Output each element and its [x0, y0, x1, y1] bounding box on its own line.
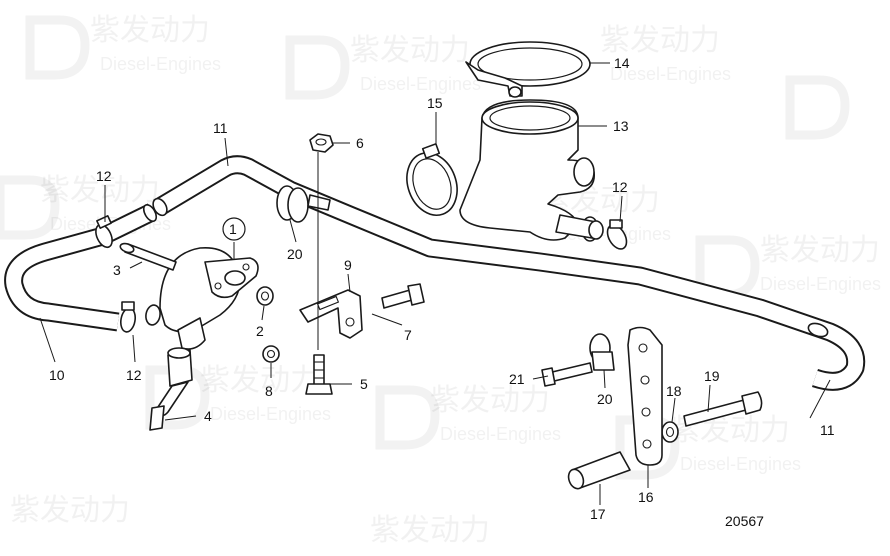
nut-6: [309, 133, 334, 153]
union-fitting: [149, 347, 193, 431]
callout-10: 10: [49, 367, 65, 383]
washer-18: [661, 421, 679, 443]
callout-16: 16: [638, 489, 654, 505]
hose-clamp-lower-left: [119, 301, 137, 333]
pipe-clip-20: [276, 185, 331, 223]
watermark-cn: 紫发动力: [430, 384, 550, 417]
watermark-cn: 紫发动力: [350, 34, 470, 67]
callout-circle-1: [222, 217, 246, 241]
callout-11-right: 11: [820, 422, 835, 438]
bolt-5: [305, 354, 333, 395]
pipe-long: [152, 155, 866, 391]
watermark-logo: [785, 75, 850, 140]
watermark-layer: 紫发动力 Diesel-Engines 紫发动力 Diesel-Engines …: [0, 14, 881, 547]
callout-labels: 1 2 3 4 5 6 7 8 9 10 11 11 12 12 12 13 1…: [49, 55, 835, 522]
watermark-cn: 紫发动力: [370, 514, 490, 547]
flange-housing: [145, 247, 259, 350]
bolt-3: [119, 242, 177, 271]
watermark-cn: 紫发动力: [90, 14, 210, 47]
callout-19: 19: [704, 368, 720, 384]
callout-11-top: 11: [213, 120, 228, 136]
watermark-logo: [25, 15, 90, 80]
callout-18: 18: [666, 383, 682, 399]
callout-21: 21: [509, 371, 525, 387]
bolt-19: [683, 391, 763, 427]
callout-3: 3: [113, 262, 121, 278]
callout-14: 14: [614, 55, 630, 71]
callout-1: 1: [229, 221, 237, 237]
pipe-clip-20-lower: [589, 333, 615, 371]
bracket-9: [299, 289, 363, 339]
watermark-cn: 紫发动力: [40, 174, 160, 207]
watermark-cn: 紫发动力: [600, 24, 720, 57]
callout-4: 4: [204, 408, 212, 424]
callout-6: 6: [356, 135, 364, 151]
watermark-logo: [375, 385, 440, 450]
watermark-logo: [0, 175, 60, 240]
spacer-tube-17: [567, 451, 631, 490]
callout-13: 13: [613, 118, 629, 134]
callout-15: 15: [427, 95, 443, 111]
pipe-loop: [4, 203, 158, 332]
figure-number: 20567: [725, 513, 764, 529]
watermark-en: Diesel-Engines: [680, 454, 801, 474]
callout-5: 5: [360, 376, 368, 392]
washer-2: [256, 286, 274, 306]
watermark-en: Diesel-Engines: [610, 64, 731, 84]
callout-9: 9: [344, 257, 352, 273]
callout-2: 2: [256, 323, 264, 339]
leader-lines: [39, 62, 831, 505]
bolt-7: [381, 283, 425, 309]
watermark-cn: 紫发动力: [200, 364, 320, 397]
hose-clamp-15: [406, 143, 458, 216]
hose-clamp-upper-left: [95, 215, 113, 249]
callout-20-lower: 20: [597, 391, 613, 407]
watermark-cn: 紫发动力: [10, 494, 130, 527]
bolt-21: [541, 362, 593, 387]
watermark-en: Diesel-Engines: [100, 54, 221, 74]
callout-20-left: 20: [287, 246, 303, 262]
callout-7: 7: [404, 327, 412, 343]
hose-clamp-right: [606, 219, 628, 250]
watermark-logo: [285, 35, 350, 100]
connector-housing-13: [459, 99, 604, 242]
callout-17: 17: [590, 506, 606, 522]
watermark-cn: 紫发动力: [760, 234, 880, 267]
callout-12-bottom-left: 12: [126, 367, 142, 383]
watermark-en: Diesel-Engines: [760, 274, 881, 294]
hose-clamp-14: [465, 41, 591, 98]
callout-12-right: 12: [612, 179, 628, 195]
washer-8: [262, 345, 280, 363]
watermark-en: Diesel-Engines: [360, 74, 481, 94]
support-plate-16: [627, 326, 663, 466]
watermark-en: Diesel-Engines: [440, 424, 561, 444]
watermark-en: Diesel-Engines: [210, 404, 331, 424]
callout-8: 8: [265, 383, 273, 399]
callout-12-top-left: 12: [96, 168, 112, 184]
